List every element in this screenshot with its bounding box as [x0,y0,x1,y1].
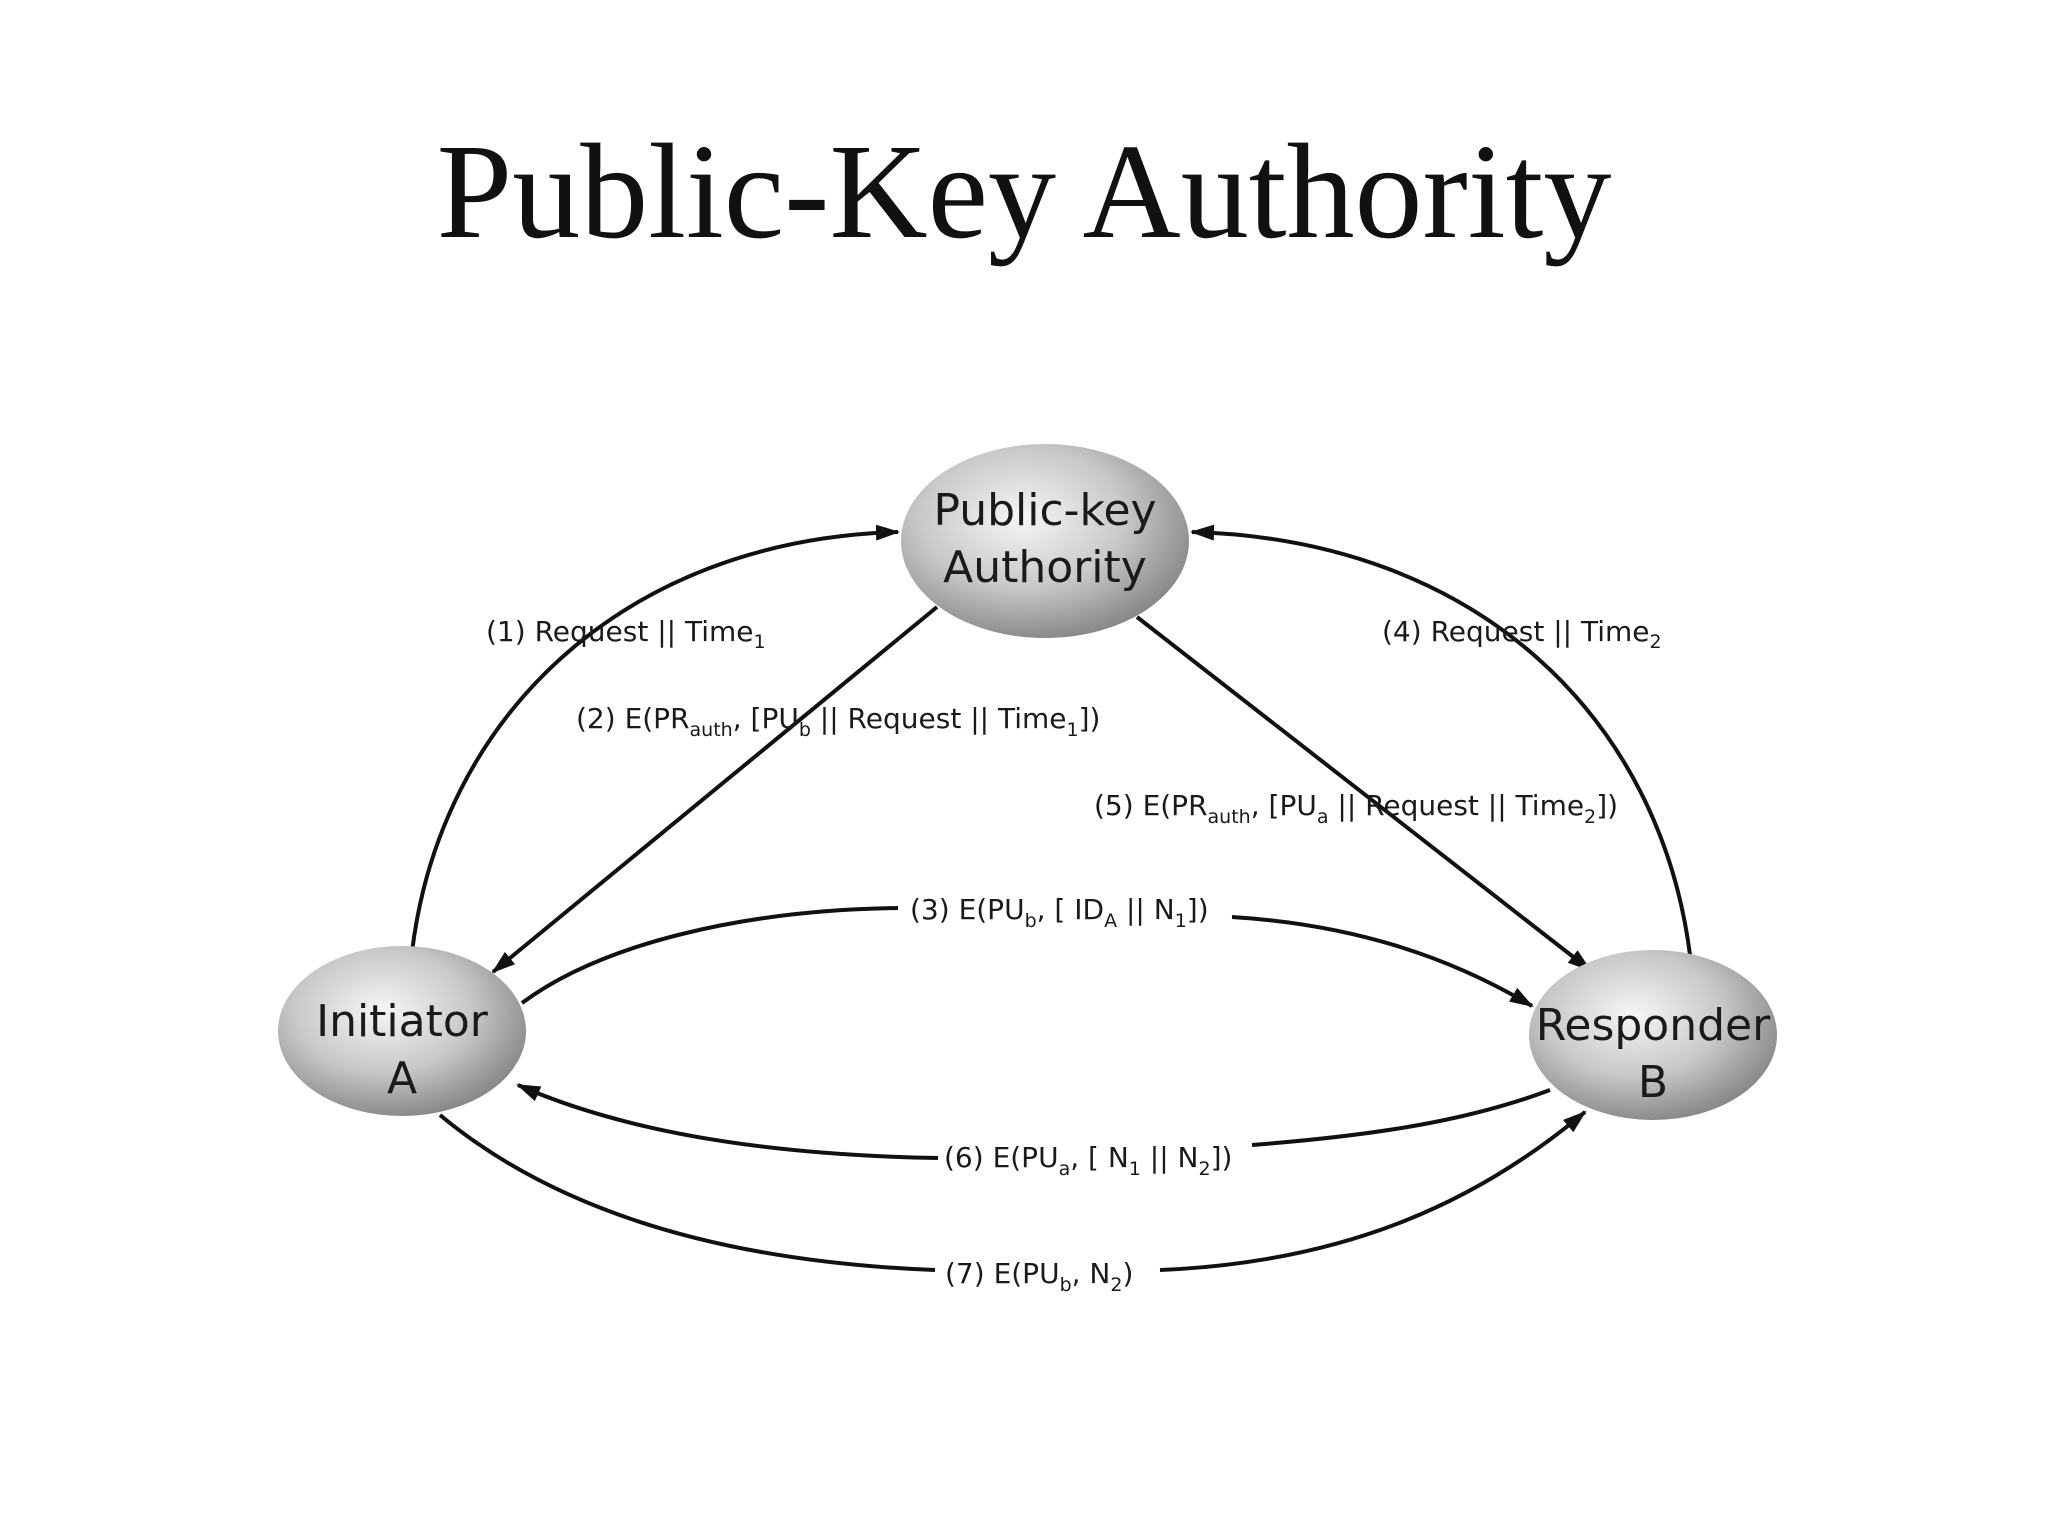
arrow-6-segment-b [516,1083,939,1160]
node-initiator: Initiator A [278,946,526,1116]
arrow-7-segment-b [1159,1110,1587,1272]
initiator-label-line1: Initiator [316,996,489,1047]
message-2-label: (2) E(PRauth, [PUb || Request || Time1]) [576,702,1100,741]
arrow-2-authority-reply [491,605,939,974]
authority-label-line2: Authority [943,542,1147,593]
message-3-label: (3) E(PUb, [ IDA || N1]) [910,893,1209,932]
arrow-7-segment-a [438,1113,936,1272]
responder-label-line1: Responder [1536,1000,1771,1051]
arrow-5-authority-reply [1135,615,1592,972]
arrow-3-segment-a [520,906,899,1005]
message-7-label: (7) E(PUb, N2) [945,1257,1133,1296]
authority-label-line1: Public-key [933,485,1156,536]
message-1-label: (1) Request || Time1 [486,615,766,653]
message-5-label: (5) E(PRauth, [PUa || Request || Time2]) [1094,789,1618,828]
slide-title: Public-Key Authority [436,117,1612,267]
message-6-label: (6) E(PUa, [ N1 || N2]) [944,1141,1232,1180]
responder-label-line2: B [1638,1057,1668,1108]
node-responder: Responder B [1529,950,1777,1120]
message-4-label: (4) Request || Time2 [1382,615,1662,653]
arrow-1-request [410,524,900,953]
arrow-4-request [1190,524,1692,956]
node-public-key-authority: Public-key Authority [901,444,1189,638]
arrow-6-segment-a [1251,1088,1551,1147]
initiator-label-line2: A [387,1053,417,1104]
arrow-3-segment-b [1231,915,1534,1008]
